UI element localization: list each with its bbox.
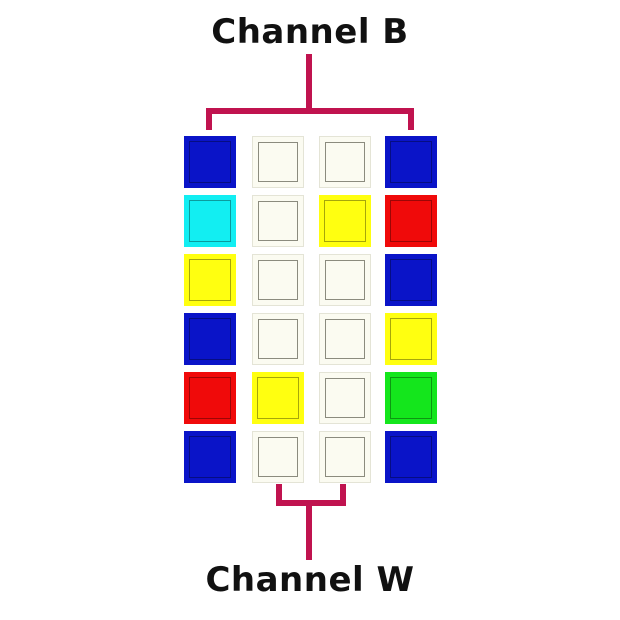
led-tile-cyan [184, 195, 236, 247]
led-tile-yellow [252, 372, 304, 424]
led-tile-blue [385, 254, 437, 306]
channel-w-label: Channel W [205, 560, 415, 600]
led-tile-empty [252, 431, 304, 483]
led-tile-empty [319, 372, 371, 424]
channel-b-connector-bar [206, 108, 414, 114]
led-tile-blue [184, 136, 236, 188]
channel-w-connector-left-rise [276, 484, 282, 504]
channel-b-connector-right-drop [408, 108, 414, 130]
led-tile-yellow [385, 313, 437, 365]
channel-w-connector-right-rise [340, 484, 346, 504]
led-tile-empty [252, 254, 304, 306]
led-tile-blue [184, 313, 236, 365]
led-tile-empty [252, 313, 304, 365]
led-tile-blue [385, 431, 437, 483]
channel-b-connector-stem [306, 54, 312, 112]
led-tile-green [385, 372, 437, 424]
led-tile-empty [252, 136, 304, 188]
led-tile-empty [319, 136, 371, 188]
led-tile-red [385, 195, 437, 247]
led-tile-yellow [184, 254, 236, 306]
led-tile-yellow [319, 195, 371, 247]
channel-w-connector-stem [306, 500, 312, 560]
led-tile-blue [184, 431, 236, 483]
led-tile-empty [252, 195, 304, 247]
led-tile-blue [385, 136, 437, 188]
channel-b-label: Channel B [211, 12, 409, 52]
led-tile-red [184, 372, 236, 424]
led-tile-empty [319, 254, 371, 306]
led-tile-empty [319, 431, 371, 483]
channel-b-connector-left-drop [206, 108, 212, 130]
led-tile-empty [319, 313, 371, 365]
